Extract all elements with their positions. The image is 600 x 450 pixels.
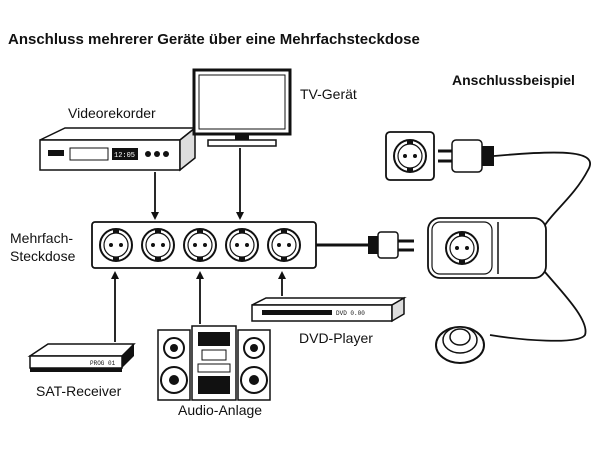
- power-strip-socket-1: [99, 228, 133, 262]
- sat-receiver-display: PROG 01: [90, 360, 116, 367]
- adapter-plug-icon: [438, 139, 494, 173]
- adapter-cable: [493, 151, 591, 226]
- dvd-player-display: DVD 0.00: [336, 310, 365, 317]
- wall-socket-icon: [385, 131, 435, 181]
- plug-icon: [368, 231, 414, 259]
- power-strip-socket-2: [141, 228, 175, 262]
- foot-switch-icon: [435, 326, 485, 364]
- power-strip-socket-4: [225, 228, 259, 262]
- audio-system-icon: [157, 325, 271, 401]
- videorecorder-display: 12:05: [114, 152, 135, 160]
- videorecorder-label: Videorekorder: [68, 105, 156, 121]
- power-strip-icon: [91, 221, 370, 269]
- sat-receiver-icon: PROG 01: [27, 343, 136, 372]
- dvd-player-label: DVD-Player: [299, 330, 373, 346]
- switch-cable: [489, 271, 587, 342]
- power-strip-label: Mehrfach- Steckdose: [10, 229, 90, 265]
- tv-label: TV-Gerät: [300, 86, 357, 102]
- sat-receiver-label: SAT-Receiver: [36, 383, 122, 399]
- diagram-title: Anschluss mehrerer Geräte über eine Mehr…: [8, 31, 420, 48]
- tv-icon: [192, 68, 292, 147]
- socket-adapter-icon: [427, 217, 547, 279]
- power-strip-label-line2: Steckdose: [10, 248, 76, 264]
- power-strip-socket-5: [267, 228, 301, 262]
- audio-system-label: Audio-Anlage: [178, 402, 263, 418]
- example-heading: Anschlussbeispiel: [452, 72, 575, 88]
- power-strip-label-line1: Mehrfach-: [10, 230, 74, 246]
- dvd-player-icon: DVD 0.00: [251, 296, 407, 323]
- power-strip-socket-3: [183, 228, 217, 262]
- videorecorder-icon: 12:05: [39, 126, 198, 172]
